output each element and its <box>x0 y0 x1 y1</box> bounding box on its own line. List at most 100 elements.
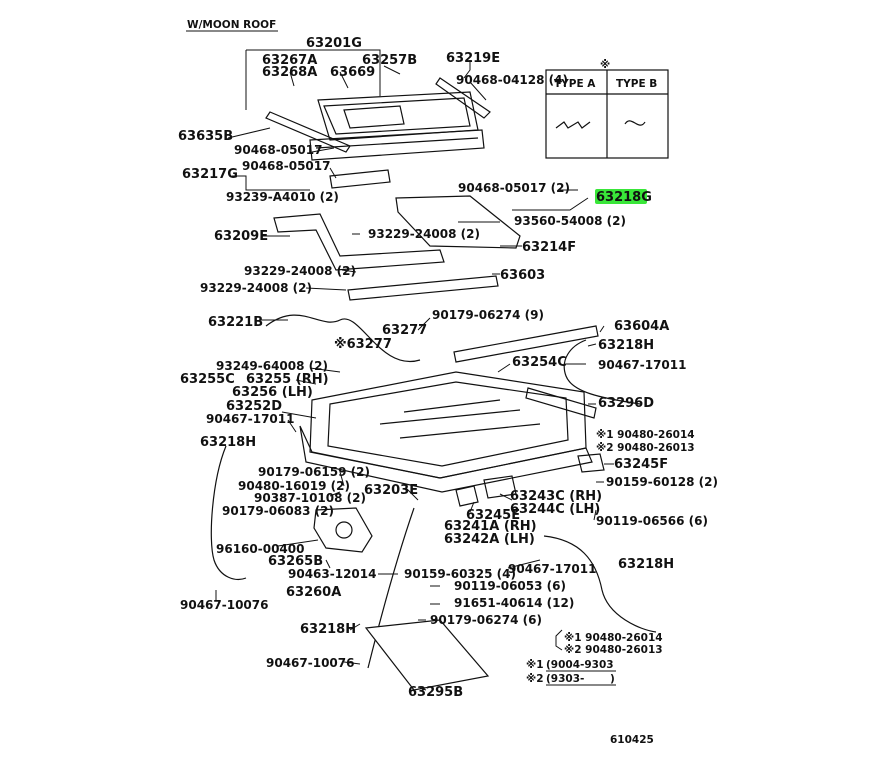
label-63296D[interactable]: 63296D <box>598 396 654 411</box>
label-63203E[interactable]: 63203E <box>364 483 418 498</box>
label-63255-rh[interactable]: 63255 (RH) <box>246 372 329 387</box>
bracket-sketch <box>329 169 391 189</box>
label-96160-00400[interactable]: 96160-00400 <box>216 542 304 556</box>
type-table: ※ TYPE A TYPE B <box>545 59 669 159</box>
label-90387-10108[interactable]: 90387-10108 (2) <box>254 491 366 505</box>
label-90468-05017-c[interactable]: 90468-05017 (2) <box>458 181 570 195</box>
label-63295B[interactable]: 63295B <box>408 685 463 700</box>
label-90179-06274-b[interactable]: 90179-06274 (6) <box>430 613 542 627</box>
label-90480-26014-a[interactable]: ※1 90480-26014 <box>596 429 695 441</box>
bracket-f-sketch <box>577 453 605 473</box>
label-93229-24008-c[interactable]: 93229-24008 (2) <box>200 281 312 295</box>
label-63218H-b[interactable]: 63218H <box>200 435 256 450</box>
label-63214F[interactable]: 63214F <box>522 240 576 255</box>
bracket-c-sketch <box>483 475 517 499</box>
side-guide-sketch <box>453 325 599 363</box>
deflector-sketch <box>435 77 491 119</box>
label-63257B[interactable]: 63257B <box>362 53 417 68</box>
label-63604A[interactable]: 63604A <box>614 319 669 334</box>
legend-range-1: (9004-9303 <box>546 659 614 671</box>
legend-range-2: (9303- <box>546 673 584 685</box>
label-63277[interactable]: 63277 <box>382 323 427 338</box>
label-93249-64008[interactable]: 93249-64008 (2) <box>216 359 328 373</box>
legend-mark-1: ※1 <box>526 659 544 671</box>
label-90467-10076-a[interactable]: 90467-10076 <box>180 598 268 612</box>
drive-cable-sketch <box>265 314 421 363</box>
legend-range-2-close: ) <box>610 673 615 685</box>
label-90480-16019[interactable]: 90480-16019 (2) <box>238 479 350 493</box>
label-90159-60325[interactable]: 90159-60325 (4) <box>404 567 516 581</box>
label-90468-05017-a[interactable]: 90468-05017 <box>234 143 322 157</box>
label-63245F[interactable]: 63245F <box>614 457 668 472</box>
clip-type-b-icon <box>624 120 646 126</box>
label-93560-54008[interactable]: 93560-54008 (2) <box>514 214 626 228</box>
label-90179-06083[interactable]: 90179-06083 (2) <box>222 504 334 518</box>
side-rail-sketch <box>265 111 351 153</box>
label-90467-10076-b[interactable]: 90467-10076 <box>266 656 354 670</box>
legend-mark-2: ※2 <box>526 673 544 685</box>
drain-hose-upper-sketch <box>563 339 641 405</box>
label-90179-06274-a[interactable]: 90179-06274 (9) <box>432 308 544 322</box>
label-90467-17011-c[interactable]: 90467-17011 <box>508 562 596 576</box>
label-90463-12014[interactable]: 90463-12014 <box>288 567 376 581</box>
label-63603[interactable]: 63603 <box>500 268 545 283</box>
highlight-63218G <box>595 189 647 204</box>
label-90480-26013-a[interactable]: ※2 90480-26013 <box>596 442 695 454</box>
label-63254C[interactable]: 63254C <box>512 355 567 370</box>
label-93239-A4010[interactable]: 93239-A4010 (2) <box>226 190 339 204</box>
label-63217G[interactable]: 63217G <box>182 167 238 182</box>
label-90467-17011-a[interactable]: 90467-17011 <box>598 358 686 372</box>
label-63244C-lh[interactable]: 63244C (LH) <box>510 502 600 517</box>
label-63219E[interactable]: 63219E <box>446 51 500 66</box>
label-90468-04128[interactable]: 90468-04128 (4) <box>456 73 568 87</box>
part-labels: 63201G 63267A 63268A 63669 63257B 63219E… <box>178 36 718 700</box>
rear-frame-sketch <box>273 213 445 271</box>
label-91651-40614[interactable]: 91651-40614 (12) <box>454 596 574 610</box>
drain-hose-rear-left-sketch <box>367 507 415 669</box>
label-63221B[interactable]: 63221B <box>208 315 263 330</box>
table-mark: ※ <box>600 59 610 71</box>
label-63256-lh[interactable]: 63256 (LH) <box>232 385 313 400</box>
label-90468-05017-b[interactable]: 90468-05017 <box>242 159 330 173</box>
label-63218H-c[interactable]: 63218H <box>618 557 674 572</box>
label-63260A[interactable]: 63260A <box>286 585 341 600</box>
label-90179-06159[interactable]: 90179-06159 (2) <box>258 465 370 479</box>
label-93229-24008-b[interactable]: 93229-24008 (2) <box>244 264 356 278</box>
label-63277-marked[interactable]: ※63277 <box>334 337 392 352</box>
label-63267A[interactable]: 63267A <box>262 53 317 68</box>
label-63201G[interactable]: 63201G <box>306 36 362 51</box>
leader-lines <box>215 49 614 691</box>
drive-rail-sketch <box>347 275 499 301</box>
label-63245E[interactable]: 63245E <box>466 508 520 523</box>
glass-panel-sketch <box>309 91 485 161</box>
label-63252D[interactable]: 63252D <box>226 399 282 414</box>
label-90119-06053[interactable]: 90119-06053 (6) <box>454 579 566 593</box>
label-90480-26013-b[interactable]: ※2 90480-26013 <box>564 644 663 656</box>
label-63669[interactable]: 63669 <box>330 65 375 80</box>
label-63241A-rh[interactable]: 63241A (RH) <box>444 519 537 534</box>
header-title: W/MOON ROOF <box>187 19 276 31</box>
trim-panel-sketch <box>364 619 490 691</box>
label-63243C-rh[interactable]: 63243C (RH) <box>510 489 602 504</box>
label-90467-17011-b[interactable]: 90467-17011 <box>206 412 294 426</box>
table-col-b: TYPE B <box>616 78 657 90</box>
label-63218H-a[interactable]: 63218H <box>598 338 654 353</box>
drain-seal-sketch <box>525 387 597 419</box>
label-93229-24008-a[interactable]: 93229-24008 (2) <box>368 227 480 241</box>
label-63218H-d[interactable]: 63218H <box>300 622 356 637</box>
label-90480-26014-b[interactable]: ※1 90480-26014 <box>564 632 663 644</box>
label-63242A-lh[interactable]: 63242A (LH) <box>444 532 535 547</box>
label-63255C[interactable]: 63255C <box>180 372 235 387</box>
label-90119-06566[interactable]: 90119-06566 (6) <box>596 514 708 528</box>
legend: ※1 (9004-9303 ※2 (9303- ) <box>526 659 616 686</box>
figure-code: 610425 <box>610 734 654 746</box>
label-63635B[interactable]: 63635B <box>178 129 233 144</box>
label-63209E[interactable]: 63209E <box>214 229 268 244</box>
label-63218G[interactable]: 63218G <box>596 190 652 205</box>
label-90159-60128[interactable]: 90159-60128 (2) <box>606 475 718 489</box>
drain-hose-rear-right-sketch <box>543 535 657 633</box>
label-63268A[interactable]: 63268A <box>262 65 317 80</box>
housing-sketch <box>299 371 593 493</box>
label-63265B[interactable]: 63265B <box>268 554 323 569</box>
